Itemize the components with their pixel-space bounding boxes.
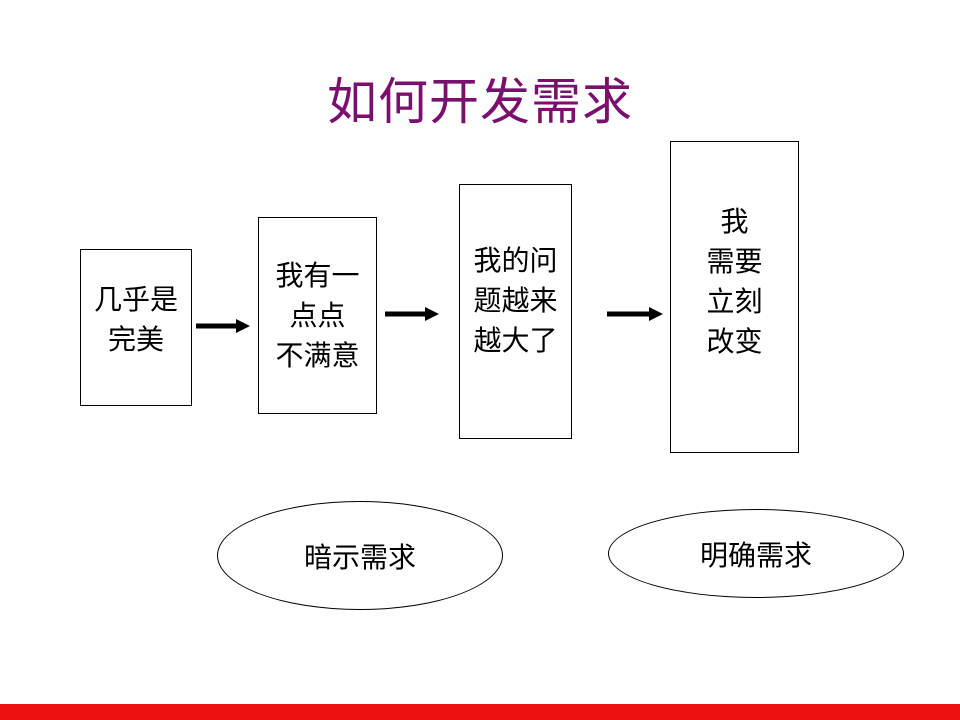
arrow-right-icon [385,307,439,321]
implied-needs-label: 暗示需求 [303,540,416,574]
stage-box-problem-growing: 我的问 题越来 越大了 [459,184,572,439]
implied-needs-ellipse: 暗示需求 [217,501,503,610]
stage-text: 几乎是 完美 [93,282,178,356]
arrow-right-icon [196,319,250,333]
explicit-needs-label: 明确需求 [699,538,812,572]
stage-text: 我 需要 立刻 改变 [706,205,763,358]
stage-text: 我的问 题越来 越大了 [473,243,558,357]
explicit-needs-ellipse: 明确需求 [608,509,904,598]
footer-bar [0,704,960,720]
stage-box-nearly-perfect: 几乎是 完美 [80,249,192,406]
stage-text: 我有一 点点 不满意 [275,258,360,372]
stage-box-slightly-dissatisfied: 我有一 点点 不满意 [258,217,377,414]
arrow-right-icon [607,307,663,321]
stage-box-need-change-now: 我 需要 立刻 改变 [670,141,799,453]
slide-title: 如何开发需求 [327,73,633,131]
